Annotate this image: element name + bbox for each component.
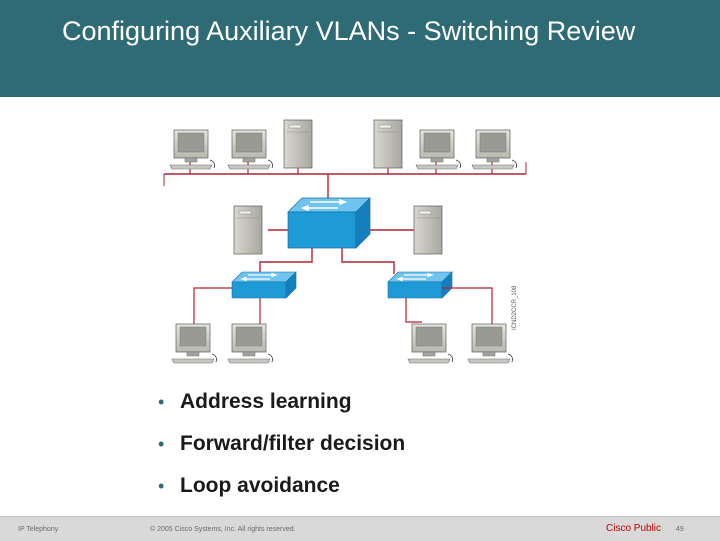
top-server-1 <box>283 119 313 169</box>
slide-header: Configuring Auxiliary VLANs - Switching … <box>0 0 720 97</box>
access-switch-left <box>231 271 297 299</box>
bottom-pc-3 <box>407 323 453 364</box>
access-switch-right <box>387 271 453 299</box>
page-number: 49 <box>676 526 684 533</box>
bullet-icon: • <box>158 392 165 412</box>
top-pc-3 <box>415 129 461 170</box>
middle-server-left <box>233 205 263 255</box>
top-lan-segment <box>163 162 527 186</box>
footer-classification: Cisco Public <box>606 523 662 534</box>
diagram-code-label: ICND2CCR_108 <box>512 285 518 330</box>
bottom-pc-4 <box>467 323 513 364</box>
footer-section-label: IP Telephony <box>18 526 59 533</box>
top-pc-1 <box>169 129 215 170</box>
top-pc-4 <box>471 129 517 170</box>
bullet-icon: • <box>158 434 165 454</box>
middle-server-right <box>413 205 443 255</box>
core-switch <box>287 197 371 249</box>
bullet-text: Loop avoidance <box>180 474 340 497</box>
core-uplinks <box>259 174 414 274</box>
bullet-text: Address learning <box>180 390 352 413</box>
bottom-pc-2 <box>227 323 273 364</box>
footer-copyright: © 2005 Cisco Systems, Inc. All rights re… <box>150 526 296 533</box>
bullet-icon: • <box>158 476 165 496</box>
top-pc-2 <box>227 129 273 170</box>
slide-title: Configuring Auxiliary VLANs - Switching … <box>62 16 636 46</box>
slide-footer: IP Telephony © 2005 Cisco Systems, Inc. … <box>0 516 720 541</box>
network-diagram <box>162 112 534 374</box>
lower-lan-links <box>193 287 493 324</box>
bottom-pc-1 <box>171 323 217 364</box>
top-server-2 <box>373 119 403 169</box>
bullet-text: Forward/filter decision <box>180 432 406 455</box>
